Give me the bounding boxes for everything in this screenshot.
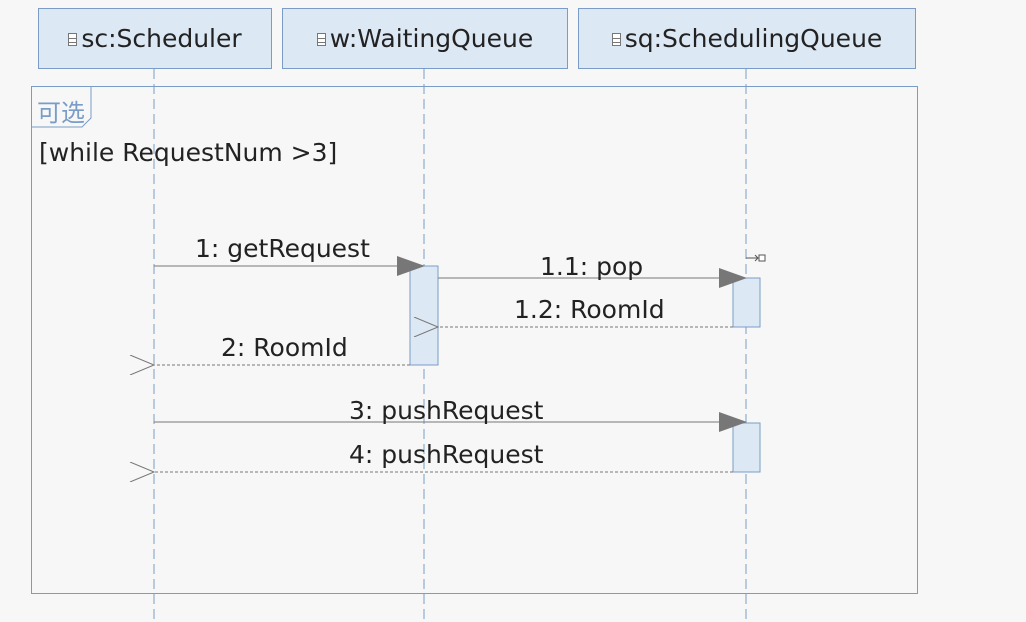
message-label-1-2: 1.2: RoomId — [514, 295, 665, 324]
message-label-1-1: 1.1: pop — [540, 252, 644, 281]
connector-icon — [746, 254, 766, 262]
fragment-operator-tag: 可选 — [32, 87, 92, 128]
class-icon — [68, 33, 78, 46]
message-label-2: 2: RoomId — [221, 333, 348, 362]
fragment-operator: 可选 — [37, 99, 85, 127]
class-icon — [611, 33, 621, 46]
fragment-guard: [while RequestNum >3] — [39, 138, 338, 167]
activation-bar-sq-2[interactable] — [732, 422, 761, 473]
lifeline-label: sc:Scheduler — [81, 24, 242, 53]
lifeline-head-w[interactable]: w:WaitingQueue — [282, 8, 568, 69]
lifeline-head-sq[interactable]: sq:SchedulingQueue — [578, 8, 916, 69]
message-label-1: 1: getRequest — [195, 234, 370, 263]
lifeline-head-sc[interactable]: sc:Scheduler — [38, 8, 272, 69]
message-label-3: 3: pushRequest — [349, 396, 544, 425]
lifeline-label: w:WaitingQueue — [329, 24, 534, 53]
message-label-4: 4: pushRequest — [349, 440, 544, 469]
lifeline-label: sq:SchedulingQueue — [624, 24, 883, 53]
combined-fragment[interactable]: 可选 — [31, 86, 918, 594]
activation-bar-sq-1[interactable] — [732, 277, 761, 328]
fragment-tag-outline — [32, 87, 92, 128]
activation-bar-w[interactable] — [409, 265, 439, 366]
class-icon — [316, 33, 326, 46]
